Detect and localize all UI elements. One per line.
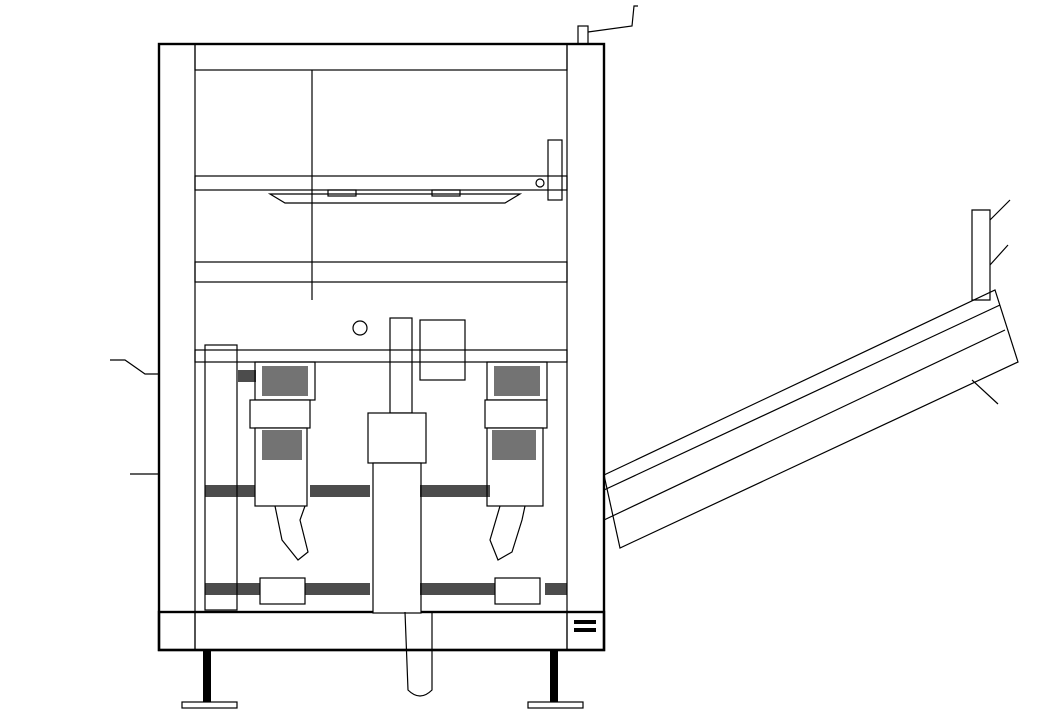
- inclined-conveyor: [603, 199, 1019, 549]
- upper-guide-bar: [194, 139, 568, 204]
- control-box: [566, 611, 605, 651]
- top-crank-handle: [577, 5, 638, 45]
- chain-belts: [194, 344, 568, 611]
- left-fittings: [110, 359, 159, 475]
- left-motor: [249, 361, 316, 561]
- right-motor: [484, 361, 548, 561]
- center-column: [352, 317, 466, 697]
- frame: [157, 42, 606, 652]
- legs: [181, 650, 584, 709]
